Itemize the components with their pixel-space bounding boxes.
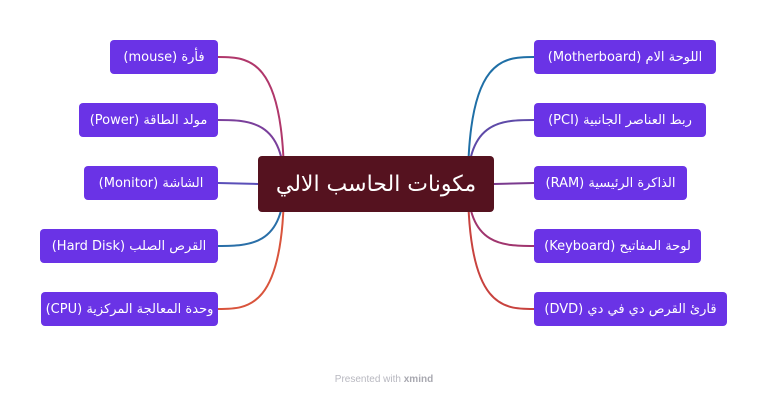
central-topic[interactable]: مكونات الحاسب الالي (258, 156, 494, 212)
connector-left-4 (217, 183, 285, 310)
topic-hard-disk[interactable]: (Hard Disk) القرص الصلب (40, 229, 218, 263)
topic-keyboard[interactable]: (Keyboard) لوحة المفاتيح (534, 229, 701, 263)
connector-right-4 (467, 183, 535, 310)
connector-left-0 (217, 56, 285, 185)
connector-right-2 (493, 182, 535, 185)
xmind-logo: xmind (403, 374, 434, 385)
connector-left-2 (217, 182, 259, 185)
topic-power[interactable]: (Power) مولد الطاقة (79, 103, 218, 137)
topic-dvd[interactable]: (DVD) قارئ القرص دي في دي (534, 292, 727, 326)
topic-pci[interactable]: (PCI) ربط العناصر الجانبية (534, 103, 706, 137)
topic-cpu[interactable]: (CPU) وحدة المعالجة المركزية (41, 292, 218, 326)
topic-mouse[interactable]: (mouse) فأرة (110, 40, 218, 74)
footer-credit: Presented with xmind (0, 374, 768, 385)
topic-motherboard[interactable]: (Motherboard) اللوحة الام (534, 40, 716, 74)
footer-prefix: Presented with (334, 374, 401, 385)
connector-right-0 (467, 56, 535, 185)
topic-ram[interactable]: (RAM) الذاكرة الرئيسية (534, 166, 687, 200)
topic-monitor[interactable]: (Monitor) الشاشة (84, 166, 218, 200)
